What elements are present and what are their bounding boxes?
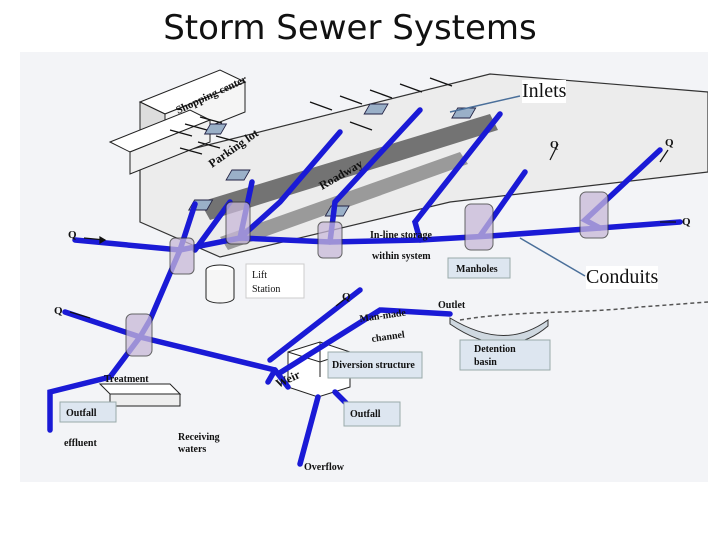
outfall-left-label: Outfall bbox=[66, 408, 97, 419]
flow-q-center: Q bbox=[342, 291, 351, 303]
receiving-waters-label-1: Receiving bbox=[178, 432, 220, 443]
inlets-callout: Inlets bbox=[522, 80, 567, 103]
flow-q-mid-left: Q bbox=[54, 305, 63, 317]
overflow-label: Overflow bbox=[304, 462, 345, 473]
detention-label-2: basin bbox=[474, 357, 497, 368]
detention-label-1: Detention bbox=[474, 344, 516, 355]
lift-station-label-1: Lift bbox=[252, 270, 267, 281]
detention-box bbox=[459, 339, 551, 371]
manholes-box bbox=[447, 257, 511, 279]
manholes-label: Manholes bbox=[456, 264, 498, 275]
shopping-center-building bbox=[108, 69, 247, 175]
man-made-label-2: channel bbox=[371, 329, 406, 345]
inline-storage-label-2: within system bbox=[372, 251, 431, 262]
effluent-label: effluent bbox=[64, 438, 97, 449]
flow-q-left: Q bbox=[68, 229, 77, 241]
inlets-leader bbox=[449, 95, 521, 113]
flow-arrows bbox=[69, 143, 676, 319]
treatment-label: Treatment bbox=[104, 374, 149, 385]
flow-q-far-right: Q bbox=[665, 137, 674, 149]
lift-station-label-2: Station bbox=[252, 284, 280, 295]
lift-station-box bbox=[245, 263, 305, 299]
outfall-right-label: Outfall bbox=[350, 409, 381, 420]
lift-station-tank bbox=[205, 264, 235, 304]
outfall-right-box bbox=[343, 401, 401, 427]
diversion-box bbox=[327, 351, 423, 379]
runoff-arrows bbox=[169, 77, 453, 155]
flow-q-right: Q bbox=[682, 216, 691, 228]
outlet-label: Outlet bbox=[438, 300, 466, 311]
street-strip-lower bbox=[220, 152, 468, 250]
receiving-water bbox=[459, 301, 708, 321]
detention-basin bbox=[449, 317, 549, 345]
receiving-waters-label-2: waters bbox=[178, 444, 206, 455]
diversion-label: Diversion structure bbox=[332, 360, 415, 371]
street-strip bbox=[200, 114, 498, 220]
inline-storage-label-1: In-line storage bbox=[370, 230, 433, 241]
outfall-left-box bbox=[59, 401, 117, 423]
manholes bbox=[125, 191, 609, 357]
flow-q-top-right: Q bbox=[550, 139, 559, 151]
conduits-leader bbox=[519, 237, 586, 277]
conduits-callout: Conduits bbox=[586, 266, 659, 289]
treatment-plant bbox=[98, 383, 182, 407]
page-title: Storm Sewer Systems bbox=[163, 8, 537, 48]
